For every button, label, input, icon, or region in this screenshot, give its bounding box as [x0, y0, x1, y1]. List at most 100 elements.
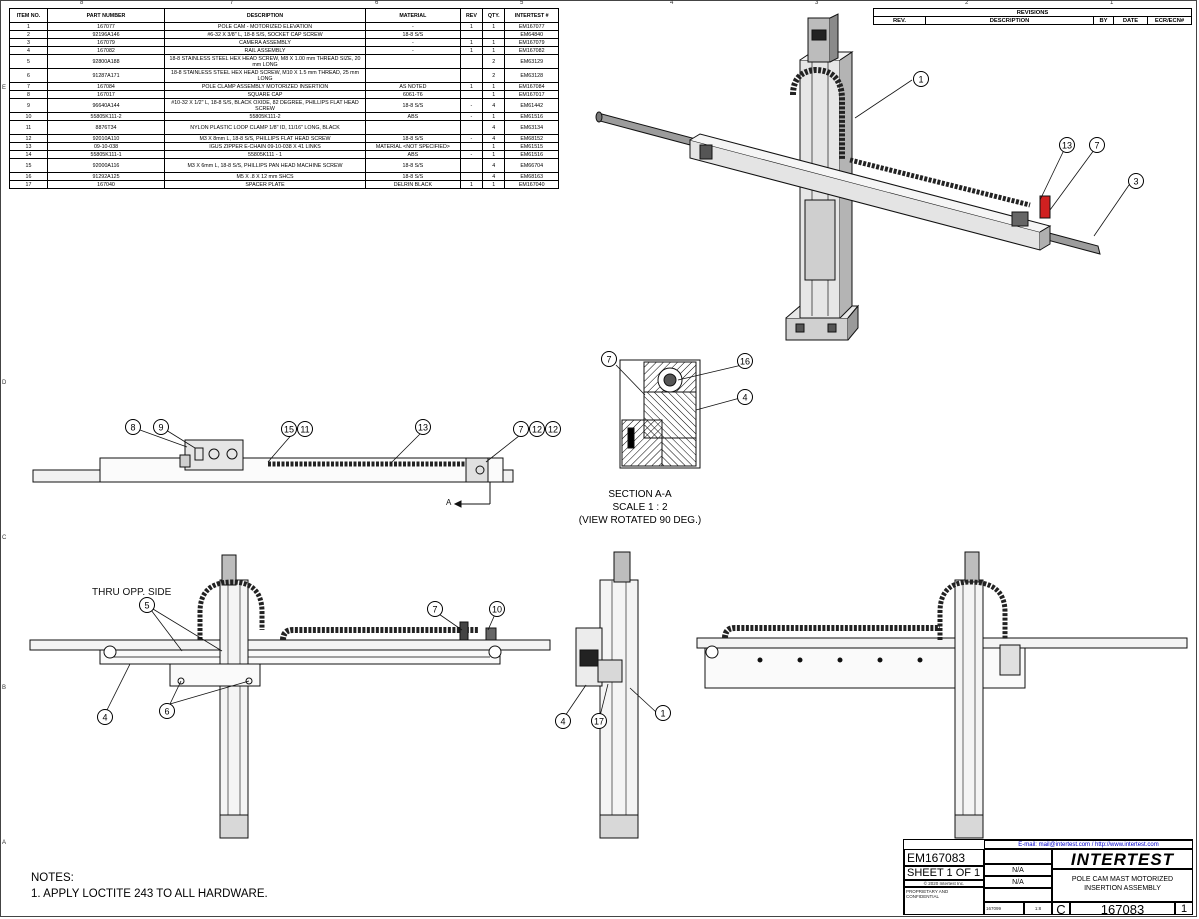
balloon: 7 [601, 351, 617, 367]
balloon: 4 [737, 389, 753, 405]
revision-number: 1 [1175, 902, 1193, 915]
zone-top: 1 [1110, 0, 1114, 6]
balloon: 1 [913, 71, 929, 87]
balloon-number: 7 [518, 425, 523, 435]
balloon-number: 10 [492, 605, 502, 615]
bom-cell: 167040 [46, 180, 166, 189]
balloon-number: 11 [300, 425, 309, 435]
zone-top: 7 [230, 0, 234, 6]
part-id: EM167083 [904, 849, 984, 866]
balloon: 17 [591, 713, 607, 729]
title-block: E-mail: mail@intertest.com / http://www.… [903, 839, 1193, 915]
balloon: 9 [153, 419, 169, 435]
balloon-number: 17 [594, 717, 604, 727]
zone-top: 8 [80, 0, 84, 6]
balloon-number: 4 [742, 393, 747, 403]
zone-left: E [2, 85, 7, 91]
balloon-number: 13 [418, 423, 428, 433]
bom-header-row: ITEM NO. PART NUMBER DESCRIPTION MATERIA… [9, 8, 559, 23]
copyright: © 2020 Intertest Inc. [904, 880, 984, 887]
section-rotation-note: (VIEW ROTATED 90 DEG.) [578, 515, 702, 526]
bom-cell: 4 [482, 98, 506, 113]
balloon-number: 1 [918, 75, 923, 85]
balloon: 4 [555, 713, 571, 729]
section-scale: SCALE 1 : 2 [612, 502, 668, 513]
balloon: 12 [545, 421, 561, 437]
bom-cell: 1 [482, 180, 506, 189]
balloon: 12 [529, 421, 545, 437]
bom-cell: SPACER PLATE [164, 180, 366, 189]
zone-top: 5 [520, 0, 524, 6]
side-view [575, 551, 639, 839]
notes: NOTES: 1. APPLY LOCTITE 243 TO ALL HARDW… [31, 870, 268, 902]
balloon-number: 7 [1094, 141, 1099, 151]
zone-left: C [2, 535, 7, 541]
balloon-number: 6 [164, 707, 169, 717]
revisions-table: REVISIONS REV. DESCRIPTION BY DATE ECR/E… [873, 8, 1192, 25]
balloon: 15 [281, 421, 297, 437]
tolerance-block [984, 849, 1052, 864]
zone-top: 3 [815, 0, 819, 6]
isometric-view [595, 13, 1101, 341]
bom-table: ITEM NO. PART NUMBER DESCRIPTION MATERIA… [9, 8, 559, 189]
scale-value: 1:8 [1024, 902, 1052, 915]
sub-number: 167099 [984, 902, 1024, 915]
balloon: 4 [97, 709, 113, 725]
zone-left: D [2, 380, 7, 386]
balloon: 7 [427, 601, 443, 617]
balloon: 6 [159, 703, 175, 719]
section-view [619, 359, 701, 469]
material-value: N/A [984, 876, 1052, 888]
balloon-number: 5 [144, 601, 149, 611]
bom-cell: 92800A188 [46, 54, 166, 69]
balloon-number: 9 [158, 423, 163, 433]
balloon: 7 [1089, 137, 1105, 153]
approval-block [984, 888, 1052, 902]
note-item: 1. APPLY LOCTITE 243 TO ALL HARDWARE. [31, 888, 268, 900]
rev-header: ECR/ECN# [1147, 16, 1192, 25]
proprietary-notice: PROPRIETARY AND CONFIDENTIAL [904, 887, 984, 915]
zone-top: 4 [670, 0, 674, 6]
balloon-number: 7 [432, 605, 437, 615]
balloon: 13 [415, 419, 431, 435]
section-marker: A [446, 498, 452, 507]
balloon-number: 16 [740, 357, 750, 367]
balloon: 3 [1128, 173, 1144, 189]
balloon-number: 8 [130, 423, 135, 433]
balloon: 1 [655, 705, 671, 721]
balloon-number: 13 [1062, 141, 1072, 151]
section-title: SECTION A-A [608, 489, 672, 500]
bom-cell: EM167040 [504, 180, 559, 189]
balloon-number: 12 [532, 425, 542, 435]
balloon: 13 [1059, 137, 1075, 153]
zone-top: 6 [375, 0, 379, 6]
balloon: 10 [489, 601, 505, 617]
balloon-number: 12 [548, 425, 558, 435]
finish-value: N/A [984, 864, 1052, 876]
balloon: 11 [297, 421, 313, 437]
balloon-number: 7 [606, 355, 611, 365]
balloon-number: 3 [1133, 177, 1138, 187]
front-view [29, 554, 551, 839]
leader-lines [105, 79, 1130, 717]
balloon: 7 [513, 421, 529, 437]
zone-left: A [2, 840, 7, 846]
company-logo: INTERTEST [1052, 849, 1193, 869]
zone-top: 2 [965, 0, 969, 6]
contact-info: E-mail: mail@intertest.com / http://www.… [984, 840, 1193, 849]
balloon: 8 [125, 419, 141, 435]
thru-opp-side-label: THRU OPP. SIDE [92, 587, 172, 598]
balloon-number: 1 [660, 709, 665, 719]
balloon: 16 [737, 353, 753, 369]
balloon-number: 4 [102, 713, 107, 723]
rear-view [696, 551, 1188, 839]
